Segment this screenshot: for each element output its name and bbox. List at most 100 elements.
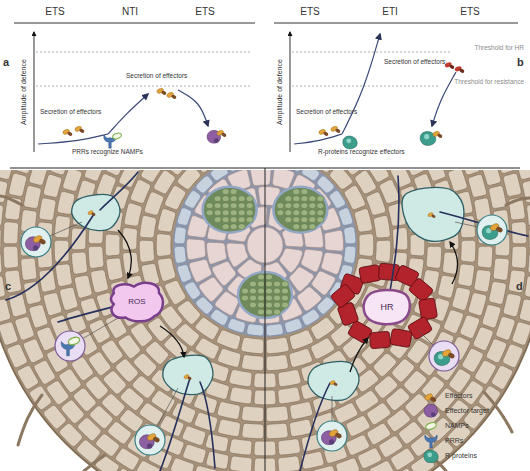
xylem-cell (238, 224, 245, 230)
effector-icon (330, 125, 341, 133)
target-part (214, 138, 219, 143)
cortex-cell (206, 451, 229, 469)
legend-item: PRRs (422, 433, 527, 448)
cortex-cell (106, 170, 127, 176)
namp-icon (425, 421, 437, 431)
cortex-cell (493, 258, 509, 280)
defence-curve (342, 34, 380, 134)
cortex-cell (354, 209, 372, 232)
endodermis-cell (329, 191, 345, 209)
effector-icon (424, 392, 437, 402)
root-edge (0, 170, 530, 471)
xylem-cell (301, 203, 308, 209)
effector-icon (318, 128, 329, 136)
threshold-line (36, 86, 252, 87)
cortex-cell (0, 170, 14, 179)
cortex-cell (17, 366, 38, 390)
xylem-cell (249, 302, 256, 308)
root-body (0, 170, 530, 471)
root-cross-section (0, 170, 530, 471)
xylem-cell (222, 189, 229, 195)
root-hair (506, 198, 530, 205)
cortex-cell (516, 170, 530, 179)
cortex-cell (528, 252, 530, 274)
xylem-cell (293, 189, 300, 195)
xylem-cell (317, 217, 324, 223)
cortex-cell (9, 294, 27, 317)
cortex-cell (367, 170, 389, 182)
xylem-cell (309, 224, 316, 230)
cortex-cell (242, 406, 264, 422)
cortex-cell (43, 293, 61, 316)
endodermis-cell (185, 282, 201, 300)
cortex-cell (460, 170, 480, 175)
pith-cell (189, 259, 211, 282)
hypha (200, 382, 215, 468)
xylem-cell (257, 309, 264, 315)
xylem-cell (230, 196, 237, 202)
cortex-cell (71, 252, 87, 274)
prr-shape (425, 435, 437, 448)
panel-heading: ETI (370, 6, 410, 18)
cortex-cell (482, 305, 501, 328)
cortex-cell (266, 423, 288, 439)
hypha (388, 176, 399, 302)
cortex-cell (289, 349, 312, 368)
target-part (431, 412, 436, 417)
cortex-cell (217, 330, 241, 350)
infected-cell (72, 194, 120, 230)
effector-part (161, 90, 167, 96)
effector-part (334, 432, 342, 439)
xylem-cell (241, 295, 248, 301)
header-rule (274, 23, 518, 24)
panel-heading: ETS (450, 6, 490, 18)
rprot-icon (343, 136, 357, 149)
effector-icon (156, 87, 167, 95)
cortex-cell (63, 170, 82, 191)
infected-cells (72, 187, 464, 400)
effector-part (431, 214, 436, 219)
xylem-cell (301, 217, 308, 223)
defence-graphs (10, 23, 520, 168)
target-part (147, 443, 152, 448)
cortex-cell (374, 215, 391, 238)
target-part (424, 404, 438, 417)
legend-text: Effector target (445, 407, 489, 414)
xylem-cell (214, 203, 221, 209)
cortex-cell (156, 234, 171, 257)
xylem-cell (206, 203, 213, 209)
xylem-cell (206, 210, 213, 216)
xylem-cell (293, 217, 300, 223)
cortex-cell (182, 426, 206, 445)
xylem-body (273, 187, 327, 233)
cortex-cell (290, 419, 313, 436)
effector-part (187, 376, 192, 381)
effector-part (38, 238, 46, 245)
effector-icon (441, 349, 455, 360)
legend-text: Effectors (445, 392, 473, 399)
effector-part (221, 132, 227, 138)
annotation-label: R-proteins recognize effectors (318, 148, 428, 155)
cortex-cell (391, 468, 415, 471)
cortex-cell (106, 258, 123, 281)
effector-icon (432, 130, 443, 138)
annotation-label: Secretion of effectors (126, 72, 206, 79)
hr-cell (359, 264, 381, 283)
xylem-cell (238, 210, 245, 216)
rprotein-part (346, 138, 351, 143)
progression-arrow (160, 326, 184, 357)
annotation-label: Secretion of effectors (384, 58, 454, 65)
cortex-cell (525, 276, 530, 299)
pith-cell (207, 242, 227, 264)
progression-arrow (450, 242, 458, 284)
annotation-label: PRRs recognize NAMPs (72, 148, 162, 155)
xylem-cell (265, 281, 272, 287)
hr-cell (418, 298, 437, 320)
hr-cell (330, 283, 356, 308)
xylem-cell (246, 196, 253, 202)
endodermis-cell (177, 208, 191, 226)
cortex-cell (519, 299, 530, 322)
cortex-cell (119, 170, 140, 187)
namp-shape (425, 421, 437, 431)
cortex-cell (266, 337, 289, 353)
